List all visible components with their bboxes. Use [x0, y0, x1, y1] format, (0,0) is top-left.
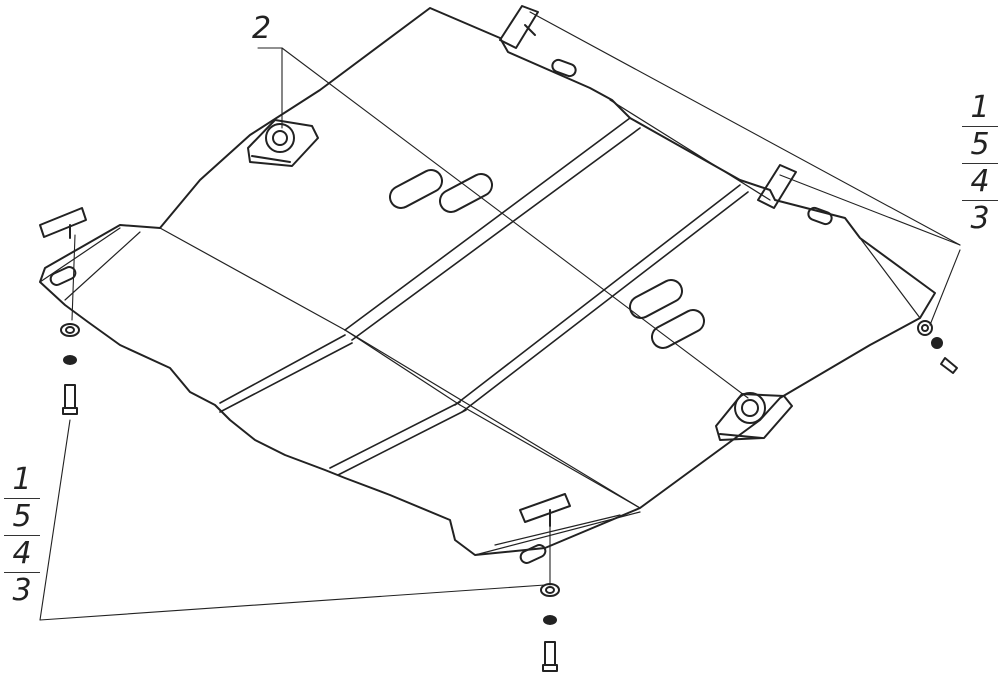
rib-line	[329, 401, 461, 469]
callout-item-5: 5	[962, 127, 998, 164]
leader-line	[281, 47, 749, 399]
rib-line	[219, 342, 353, 413]
rib-line	[337, 409, 467, 476]
rib-line	[219, 334, 346, 404]
callout-item-4: 4	[4, 536, 40, 573]
bracket	[757, 164, 797, 209]
small-slot	[807, 206, 833, 226]
rib-line	[454, 184, 741, 406]
bracket	[519, 493, 571, 523]
fastener-set	[540, 583, 560, 672]
nut-cage	[715, 392, 793, 441]
callout-item-3: 3	[12, 573, 32, 608]
rib-line	[609, 99, 771, 201]
leader-line	[929, 249, 961, 326]
slot	[650, 309, 706, 349]
rib-line	[459, 404, 641, 509]
callout-item-4: 4	[962, 164, 998, 201]
bracket-pin	[524, 24, 536, 36]
small-slot	[551, 58, 577, 78]
small-slot	[49, 266, 77, 286]
callout-stack-left: 1 5 4 3	[4, 462, 40, 609]
rib-line	[474, 511, 641, 556]
slot	[628, 279, 684, 319]
rib-line	[351, 127, 641, 341]
callout-item-1: 1	[4, 462, 40, 499]
skid-plate-outline	[39, 7, 936, 556]
fastener-set	[60, 323, 80, 415]
callout-stack-right: 1 5 4 3	[962, 90, 998, 237]
small-slot	[519, 544, 547, 564]
leader-line	[529, 11, 961, 246]
rib-line	[344, 117, 631, 331]
rib-line	[859, 237, 921, 319]
rib-line	[344, 329, 461, 406]
bracket	[499, 5, 539, 49]
callout-2: 2	[252, 11, 272, 46]
leader-line	[779, 174, 961, 246]
callout-item-1: 1	[962, 90, 998, 127]
rib-line	[494, 514, 621, 546]
leader-line	[71, 234, 76, 321]
rib-line	[159, 227, 641, 509]
slot	[438, 173, 494, 213]
leader-line	[39, 584, 546, 621]
leader-line	[39, 419, 71, 621]
callout-item-5: 5	[4, 499, 40, 536]
rib-line	[461, 191, 749, 413]
bracket	[39, 207, 87, 238]
callout-item-3: 3	[970, 201, 990, 236]
fastener-set	[917, 320, 958, 374]
nut-cage	[247, 119, 319, 167]
rib-line	[64, 231, 141, 301]
slot	[388, 169, 444, 209]
